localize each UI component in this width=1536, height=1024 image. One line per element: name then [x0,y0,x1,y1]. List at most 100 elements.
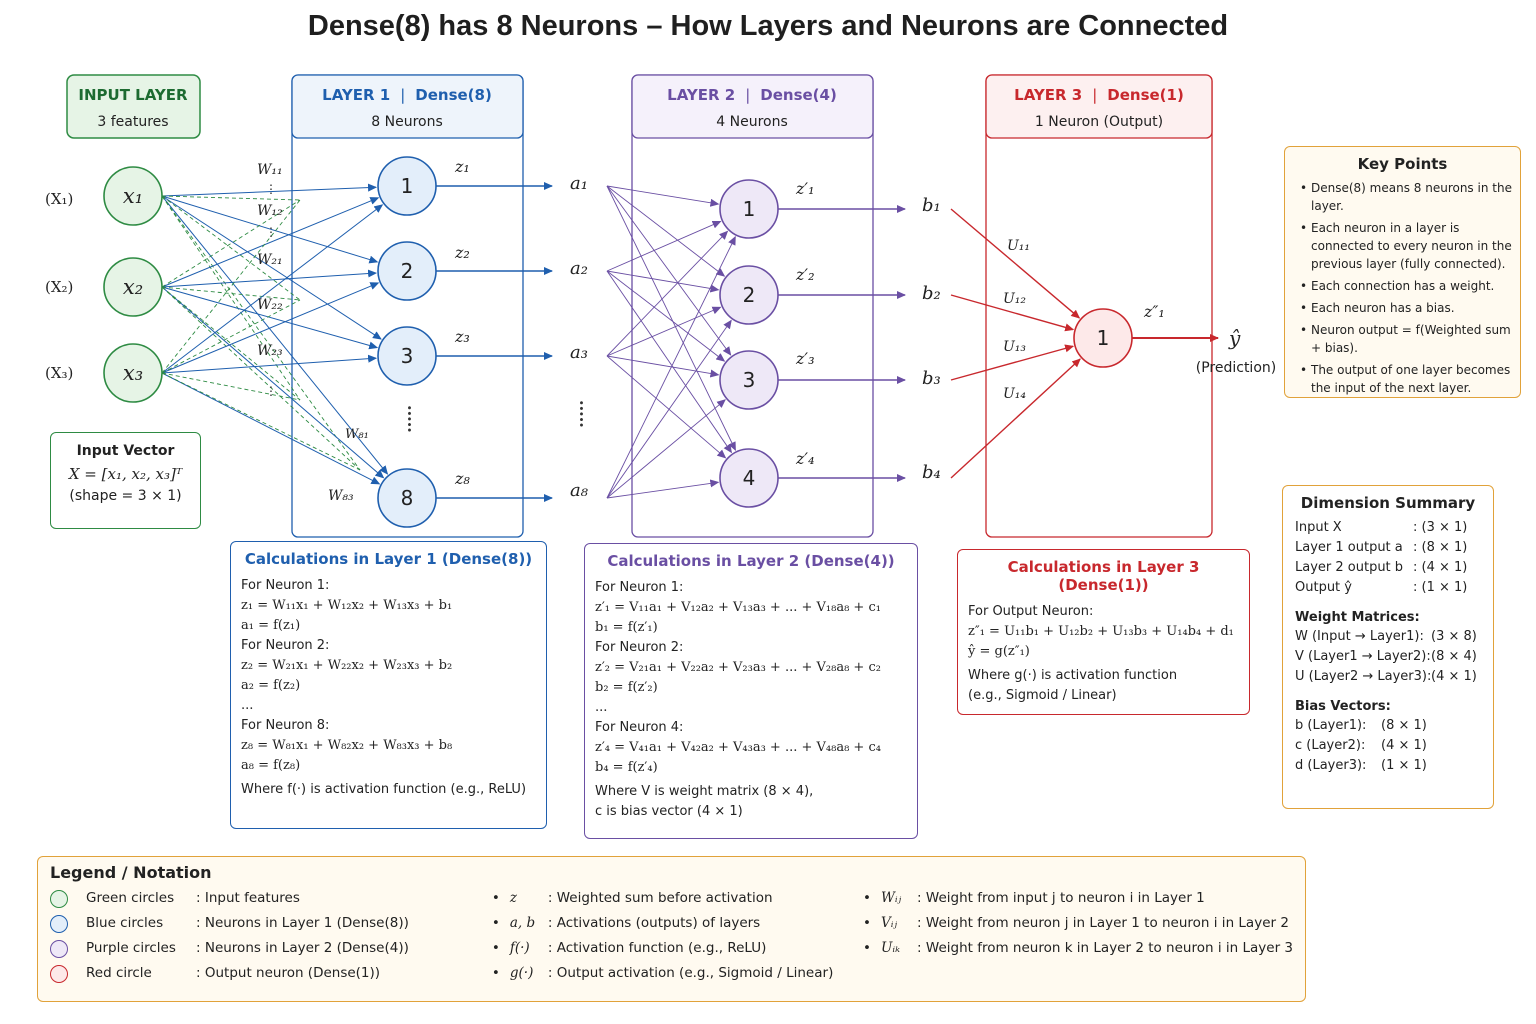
weight-connection [950,358,1081,479]
calc-layer1-title: Calculations in Layer 1 (Dense(8)) [244,550,533,568]
dimension-row: V (Layer1 → Layer2):(8 × 4) [1295,647,1481,667]
weight-connection [606,306,722,357]
dimension-value: (8 × 4) [1431,649,1477,664]
calc-layer2-title: Calculations in Layer 2 (Dense(4)) [607,552,895,570]
l2-b-label: b₂ [922,283,941,304]
w-label: W₁₁ [257,162,283,178]
key-points-title: Key Points [1357,155,1448,173]
legend-swatch [50,939,68,958]
l1-z-label: z₈ [454,469,470,488]
prediction-label: (Prediction) [1196,360,1276,376]
calc-line: For Neuron 1: [595,580,684,595]
bias-vectors: b (Layer1):(8 × 1)c (Layer2):(4 × 1)d (L… [1295,716,1481,776]
legend-symbol: Vᵢⱼ [881,915,898,931]
legend-desc: : Weight from neuron j in Layer 1 to neu… [917,915,1289,931]
w-label: W₈₃ [328,488,354,504]
layer1-title: LAYER 1|Dense(8) [322,86,492,104]
legend-bullet: • [863,915,872,931]
layer1-neuron-label: 1 [401,174,414,198]
u-label: U₁₁ [1007,238,1030,254]
calc-line: a₁ = f(z₁) [241,618,301,633]
layer2-frame: LAYER 2|Dense(4) 4 Neurons [631,74,874,538]
weight-connection [950,208,1081,319]
legend-desc: : Weight from neuron k in Layer 2 to neu… [917,940,1293,956]
input-vector-eq: X = [x₁, x₂, x₃]ᵀ [68,465,183,483]
dimension-value: (3 × 8) [1431,629,1477,644]
weight-connection [161,286,379,350]
key-point-item: Each connection has a weight. [1300,277,1512,295]
legend-symbol: z [509,890,517,906]
layer1-neuron-label: 8 [401,486,414,510]
calc-line: Where g(·) is activation function [968,668,1178,683]
layer2-neuron-label: 2 [743,283,756,307]
input-node [103,343,163,403]
dimension-key: Layer 2 output b [1295,560,1404,575]
l2-z-label: z′₁ [795,179,814,198]
legend-desc: : Output neuron (Dense(1)) [196,965,381,981]
weight-connection [161,282,380,374]
legend-row: Blue circles: Neurons in Layer 1 (Dense(… [50,911,492,936]
legend-name: Blue circles [86,915,164,931]
legend-name: Red circle [86,965,152,981]
dimension-key: d (Layer3): [1295,758,1367,773]
dimension-row: Output ŷ: (1 × 1) [1295,578,1481,598]
legend-row: •a, b: Activations (outputs) of layers [492,911,863,936]
input-layer-title: INPUT LAYER [78,86,188,104]
calc-line: z₁ = W₁₁x₁ + W₁₂x₂ + W₁₃x₃ + b₁ [241,598,453,613]
w-dots: ⋮ [265,225,277,239]
dimension-value: : (4 × 1) [1413,560,1468,575]
weight-connection [606,185,720,207]
layer2-neuron [719,265,779,325]
input-side-label-3: (X₃) [45,364,73,382]
dimension-key: V (Layer1 → Layer2): [1295,649,1431,664]
weight-connection [161,372,381,485]
l2-b-label: b₁ [922,195,941,216]
input-node-label: x₃ [123,361,143,385]
diagram-labels: (X₁) (X₂) (X₃) W₁₁ W₁₂ W₂₁ W₂₂ W₂₃ W₈₁ W… [45,157,1276,504]
w-dots: ⋮ [265,182,277,196]
legend-row: •Uᵢₖ: Weight from neuron k in Layer 2 to… [863,936,1293,961]
layer2-neuron [719,350,779,410]
dimension-key: Output ŷ [1295,580,1352,595]
dimension-key: c (Layer2): [1295,738,1366,753]
legend-box: Legend / Notation Green circles: Input f… [37,856,1306,1002]
input-connection [161,286,301,301]
legend-title: Legend / Notation [50,863,212,882]
layer2-title: LAYER 2|Dense(4) [667,86,837,104]
weight-connection [606,355,727,459]
calc-line: a₈ = f(z₈) [241,758,301,773]
layer1-neuron [377,156,437,216]
calc-line: z₈ = W₈₁x₁ + W₈₂x₂ + W₈₃x₃ + b₈ [241,738,453,753]
input-connection [161,286,301,401]
weight-connection [606,355,720,378]
calc-layer2-lines: For Neuron 1:z′₁ = V₁₁a₁ + V₁₂a₂ + V₁₃a₃… [595,578,907,822]
input-connection [161,195,301,301]
layer1-neuron [377,326,437,386]
dimension-row: Layer 2 output b : (4 × 1) [1295,558,1481,578]
input-vector-box: Input Vector X = [x₁, x₂, x₃]ᵀ (shape = … [50,432,201,529]
dimension-summary-title: Dimension Summary [1300,494,1476,512]
legend-symbols: •z: Weighted sum before activation•a, b:… [492,886,863,986]
dimension-value: : (3 × 1) [1413,520,1468,535]
legend-row: Red circle : Output neuron (Dense(1)) [50,961,492,986]
layer2-neuron-label: 3 [743,368,756,392]
output-y-hat: ŷ [1228,326,1241,350]
weight-connection [606,220,722,272]
u-label: U₁₄ [1003,386,1026,402]
calc-layer2-box: Calculations in Layer 2 (Dense(4)) For N… [584,543,918,839]
legend-symbol: f(·) [509,940,530,956]
l2-b-label: b₃ [922,368,941,389]
legend-bullet: • [863,940,872,956]
input-layer-header: INPUT LAYER 3 features [66,74,201,139]
input-connection [161,195,361,471]
weight-connection [606,319,732,499]
legend-swatch [50,889,68,908]
legend-name: Purple circles [86,940,176,956]
dimension-key: Layer 1 output a [1295,540,1403,555]
input-node [103,257,163,317]
legend-symbol: a, b [509,915,536,931]
weight-connection [161,195,379,264]
dimension-value: (4 × 1) [1381,738,1427,753]
legend-row: Purple circles: Neurons in Layer 2 (Dens… [50,936,492,961]
l1-a-ellipsis: ..... [576,400,595,428]
